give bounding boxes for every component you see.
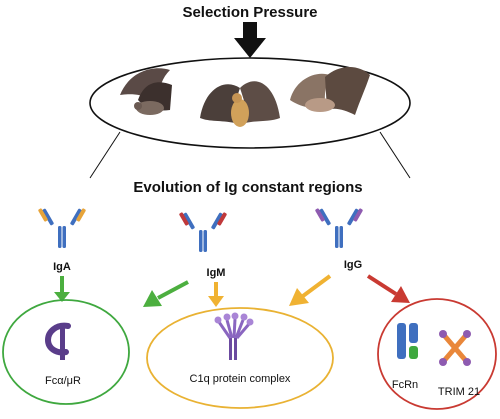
fcrn-icon bbox=[397, 323, 418, 359]
arrow-igm-to-left bbox=[143, 280, 189, 307]
arrow-igm-to-center bbox=[208, 282, 224, 307]
trim21-icon bbox=[439, 330, 471, 366]
title: Selection Pressure bbox=[182, 4, 317, 21]
bat-icon bbox=[200, 81, 280, 127]
connector-right bbox=[379, 131, 411, 179]
fc-alpha-mu-receptor-icon bbox=[44, 322, 71, 360]
bat-icon bbox=[290, 67, 370, 115]
antibody-iga-icon bbox=[38, 208, 86, 248]
igg-label: IgG bbox=[344, 259, 362, 271]
trim21-label: TRIM 21 bbox=[438, 386, 480, 398]
antibody-igm-icon bbox=[179, 212, 227, 252]
fcrn-trim21-circle bbox=[377, 298, 497, 410]
fcrn-label: FcRn bbox=[392, 379, 418, 391]
fc-alpha-mu-receptor-label: Fcα/μR bbox=[45, 375, 81, 387]
arrow-igg-to-center bbox=[289, 274, 332, 306]
arrow-iga-to-left bbox=[54, 276, 70, 302]
bat-icon bbox=[120, 68, 172, 115]
igm-label: IgM bbox=[207, 267, 226, 279]
connector-left bbox=[89, 131, 121, 179]
c1q-complex-label: C1q protein complex bbox=[190, 373, 291, 385]
fc-alpha-mu-receptor-circle bbox=[2, 299, 130, 405]
c1q-complex-icon bbox=[214, 312, 254, 360]
selection-arrow bbox=[234, 22, 266, 58]
iga-label: IgA bbox=[53, 261, 71, 273]
arrow-igg-to-right bbox=[366, 274, 410, 303]
bat-ellipse bbox=[89, 57, 411, 149]
subtitle: Evolution of Ig constant regions bbox=[133, 179, 362, 196]
c1q-complex-ellipse bbox=[146, 307, 334, 409]
antibody-igg-icon bbox=[315, 208, 363, 248]
